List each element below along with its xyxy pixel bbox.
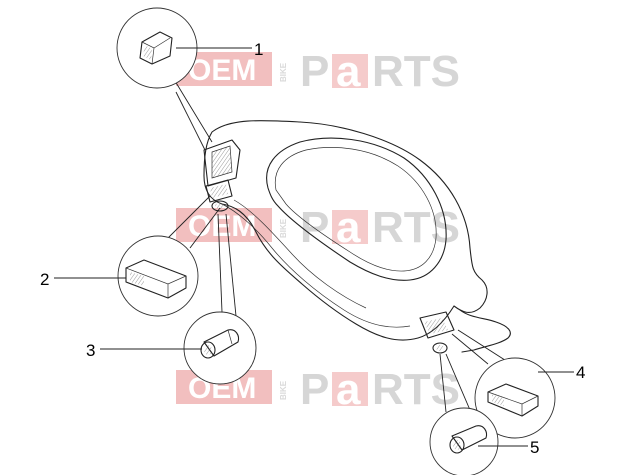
watermark-p-text: P [300, 47, 329, 96]
watermark-rts-text: RTS [372, 47, 460, 96]
callout-leaders [54, 47, 574, 447]
handlebar-cover [203, 120, 511, 354]
watermark-bike-text: BIKE [279, 380, 288, 400]
watermark-rts-text: RTS [372, 203, 460, 252]
detail-circle-4 [451, 329, 556, 439]
watermark-bike-text: BIKE [279, 218, 288, 238]
watermark-rts-text: RTS [372, 365, 460, 414]
watermark-p-text: P [300, 365, 329, 414]
callout-number-1: 1 [254, 40, 263, 59]
detail-circle-3 [183, 213, 257, 385]
watermark-top: OEM BIKE P a RTS [176, 47, 460, 96]
detail-circle-1 [116, 7, 213, 151]
watermark-bottom: OEM BIKE P a RTS [176, 365, 460, 414]
callout-number-5: 5 [530, 438, 539, 457]
watermark-a-text: a [336, 203, 361, 252]
watermark-a-text: a [336, 47, 361, 96]
watermark-a-text: a [336, 365, 361, 414]
callout-number-4: 4 [576, 363, 585, 382]
callout-number-2: 2 [40, 270, 49, 289]
detail-circle-5 [429, 353, 499, 475]
detail-circle-2 [117, 195, 221, 317]
callout-number-3: 3 [86, 341, 95, 360]
watermark-oem-text: OEM [188, 54, 256, 87]
watermark-oem-text: OEM [188, 210, 256, 243]
watermark-bike-text: BIKE [279, 62, 288, 82]
